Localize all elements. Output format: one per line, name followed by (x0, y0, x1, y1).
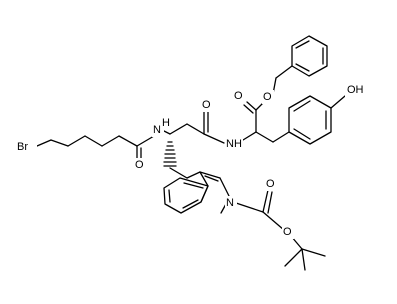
tyrosine-part (243, 65, 293, 143)
bromohexanoyl-chain (36, 129, 171, 164)
atom-labels: Br O N H O N H O O OH N O O (15, 83, 367, 239)
amide1-hydrogen-label: H (162, 117, 170, 129)
tryptophan-backbone (163, 111, 257, 179)
bromine-label: Br (17, 141, 28, 153)
boc-carbonyl-oxygen-label: O (266, 178, 275, 190)
phenol-ring (288, 95, 346, 145)
indole-nitrogen-label: N (226, 197, 234, 209)
benzyl-ring (291, 35, 328, 77)
stereo-hash-bond (163, 141, 177, 167)
phenol-hydroxyl-label: OH (347, 84, 364, 96)
amide1-nitrogen-label: N (153, 124, 161, 136)
amide1-oxygen-label: O (135, 159, 144, 171)
ester-carbonyl-oxygen-label: O (234, 90, 243, 102)
ester-oxygen-label: O (263, 91, 272, 103)
amide2-nitrogen-label: N (226, 138, 234, 150)
amide2-oxygen-label: O (202, 99, 211, 111)
amide2-hydrogen-label: H (234, 138, 242, 150)
boc-ester-oxygen-label: O (283, 226, 292, 238)
indole-ring (163, 171, 326, 271)
